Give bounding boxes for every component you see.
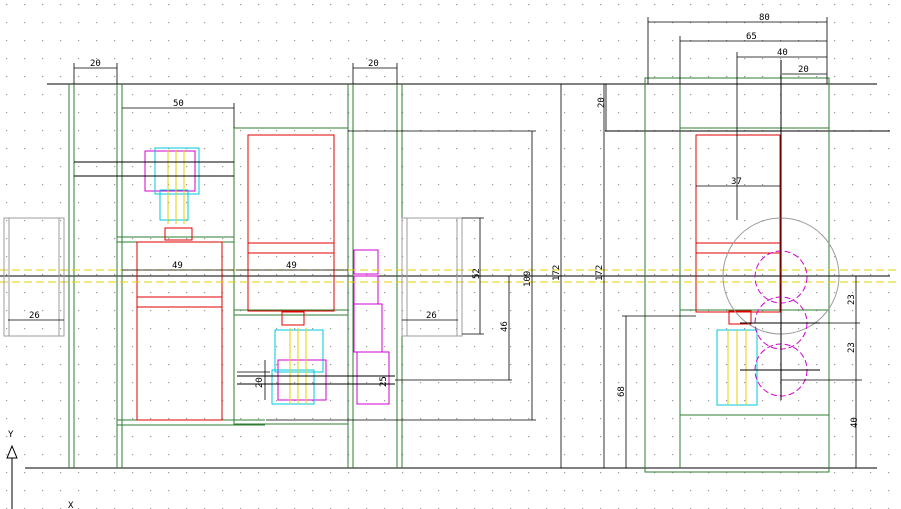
right-view-circles [722,60,840,400]
ucs-y-label: Y [8,430,14,440]
dim-46: 46 [500,321,510,332]
motor-lower-middle [271,328,327,405]
machine-parts [136,134,781,421]
dimension-texts: 20 50 20 49 49 26 26 52 46 109 172 172 2… [29,13,860,428]
dim-52: 52 [472,268,482,279]
rollers [3,217,463,337]
dim-109: 109 [523,271,533,287]
dim-50: 50 [173,99,184,109]
dim-80: 80 [759,13,770,23]
dim-23-lower: 23 [847,342,857,353]
gear-stack [353,249,390,405]
ucs-icon: Y X [6,430,74,509]
dim-20-right: 20 [798,65,809,75]
ucs-x-label: X [68,501,74,509]
dim-26-right: 26 [426,311,437,321]
dim-49-left: 49 [172,261,183,271]
dim-23-upper: 23 [847,294,857,305]
dim-40-top: 40 [777,48,788,58]
dim-172-left: 172 [552,265,562,281]
dim-20-mid: 20 [368,59,379,69]
dim-25: 25 [379,376,389,387]
dim-20-motor: 20 [255,377,265,388]
reference-lines [0,83,890,469]
dim-26-left: 26 [29,311,40,321]
motor-right [716,329,758,406]
dim-20-top: 20 [597,97,607,108]
dim-40-right: 40 [850,417,860,428]
machine-frame [68,77,830,473]
dim-172-right: 172 [595,265,605,281]
dim-65: 65 [746,32,757,42]
dim-68: 68 [617,386,627,397]
dim-37: 37 [731,177,742,187]
dim-20-left: 20 [90,59,101,69]
dim-49-right: 49 [286,261,297,271]
shafts [74,161,395,385]
dimension-lines [8,17,862,468]
